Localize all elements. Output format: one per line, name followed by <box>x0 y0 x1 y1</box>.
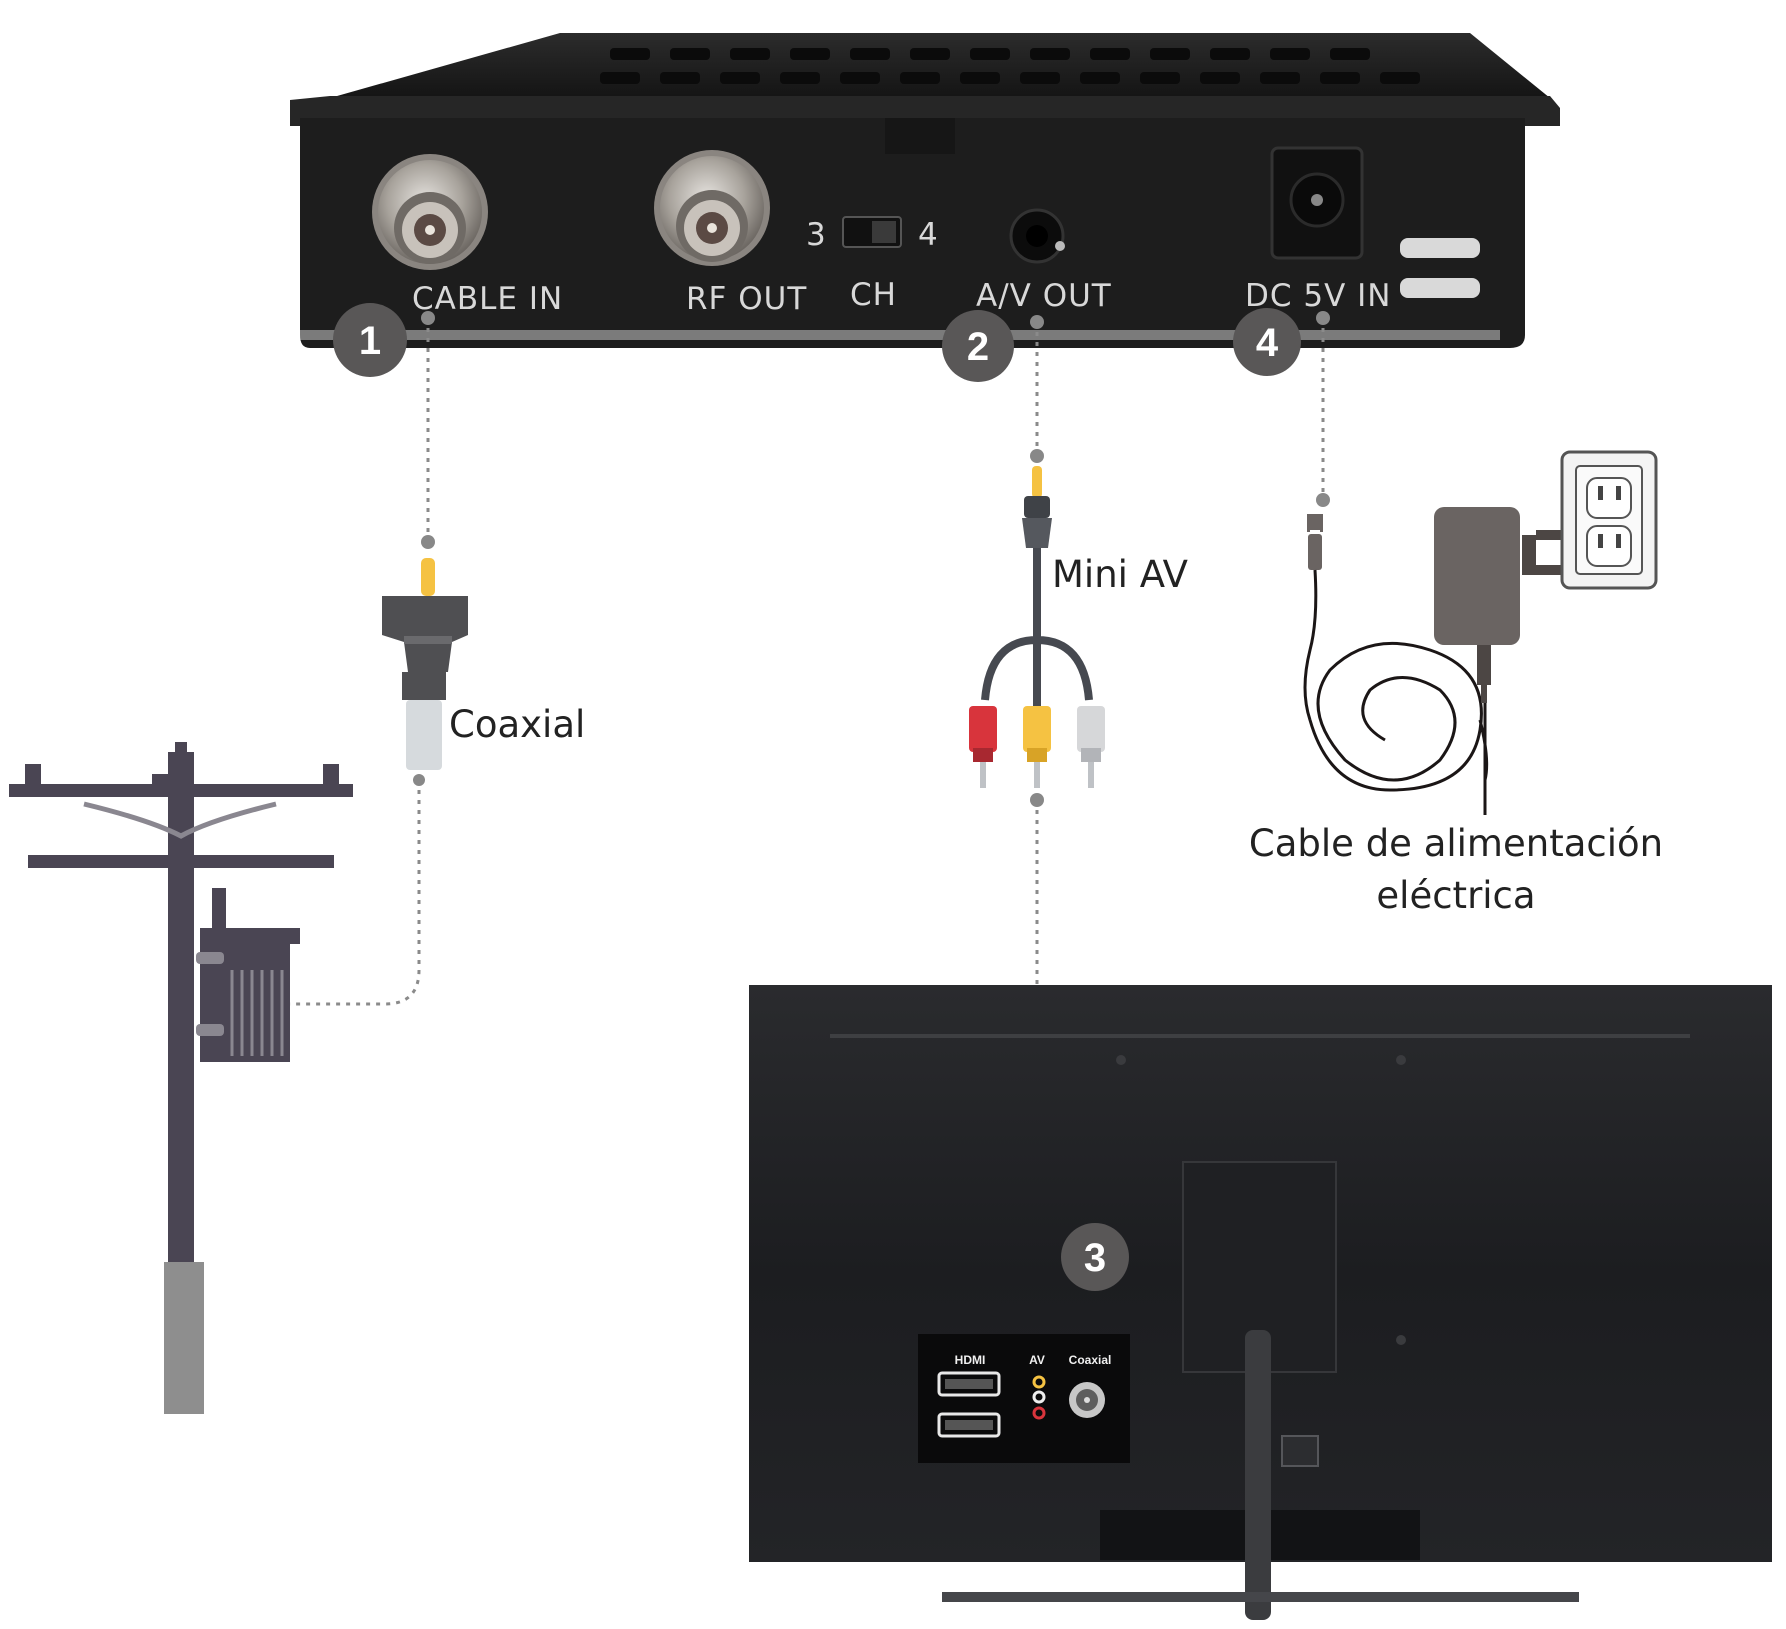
dc-in-jack <box>1270 146 1364 260</box>
ch3-label: 3 <box>806 217 827 253</box>
wall-outlet-icon <box>1560 450 1658 590</box>
cable-in-port <box>372 154 488 270</box>
svg-text:3: 3 <box>1084 1236 1106 1280</box>
rf-out-label: RF OUT <box>686 281 807 317</box>
tv-coax-port-icon <box>1069 1382 1105 1418</box>
mini-av-cable-icon <box>969 466 1105 788</box>
dc-in-label: DC 5V IN <box>1245 278 1392 314</box>
mini-av-label: Mini AV <box>1052 553 1188 596</box>
tv-coaxial-label: Coaxial <box>1069 1353 1112 1367</box>
av-out-label: A/V OUT <box>976 278 1112 314</box>
step-badge-1: 1 <box>333 303 407 377</box>
av-out-jack <box>1009 208 1065 264</box>
converter-box: CABLE IN RF OUT 3 4 CH A/V OUT DC 5V IN <box>290 33 1560 348</box>
television-back-icon <box>749 985 1772 1620</box>
hdmi-port-icon <box>937 1371 1001 1438</box>
coaxial-connector-icon <box>382 558 468 770</box>
tv-hdmi-label: HDMI <box>955 1353 986 1367</box>
tv-input-panel: HDMI AV Coaxial <box>918 1334 1130 1463</box>
ch-label: CH <box>850 277 897 313</box>
step-badge-3: 3 <box>1061 1223 1129 1291</box>
step-badge-4: 4 <box>1233 308 1301 376</box>
svg-text:1: 1 <box>359 319 381 363</box>
utility-pole-icon <box>9 742 353 1414</box>
av-jacks-icon <box>1032 1375 1046 1420</box>
power-cable-label-line2: eléctrica <box>1376 874 1535 917</box>
svg-text:2: 2 <box>967 325 989 369</box>
ch4-label: 4 <box>918 217 939 253</box>
coaxial-label: Coaxial <box>449 703 585 746</box>
power-adapter-icon <box>1303 507 1580 816</box>
power-cable-label-line1: Cable de alimentación <box>1249 822 1663 865</box>
step-badge-2: 2 <box>942 310 1014 382</box>
tv-av-label: AV <box>1029 1353 1045 1367</box>
cable-in-label: CABLE IN <box>412 281 563 317</box>
channel-switch <box>842 216 902 248</box>
svg-text:4: 4 <box>1256 321 1279 365</box>
rf-out-port <box>654 150 770 266</box>
